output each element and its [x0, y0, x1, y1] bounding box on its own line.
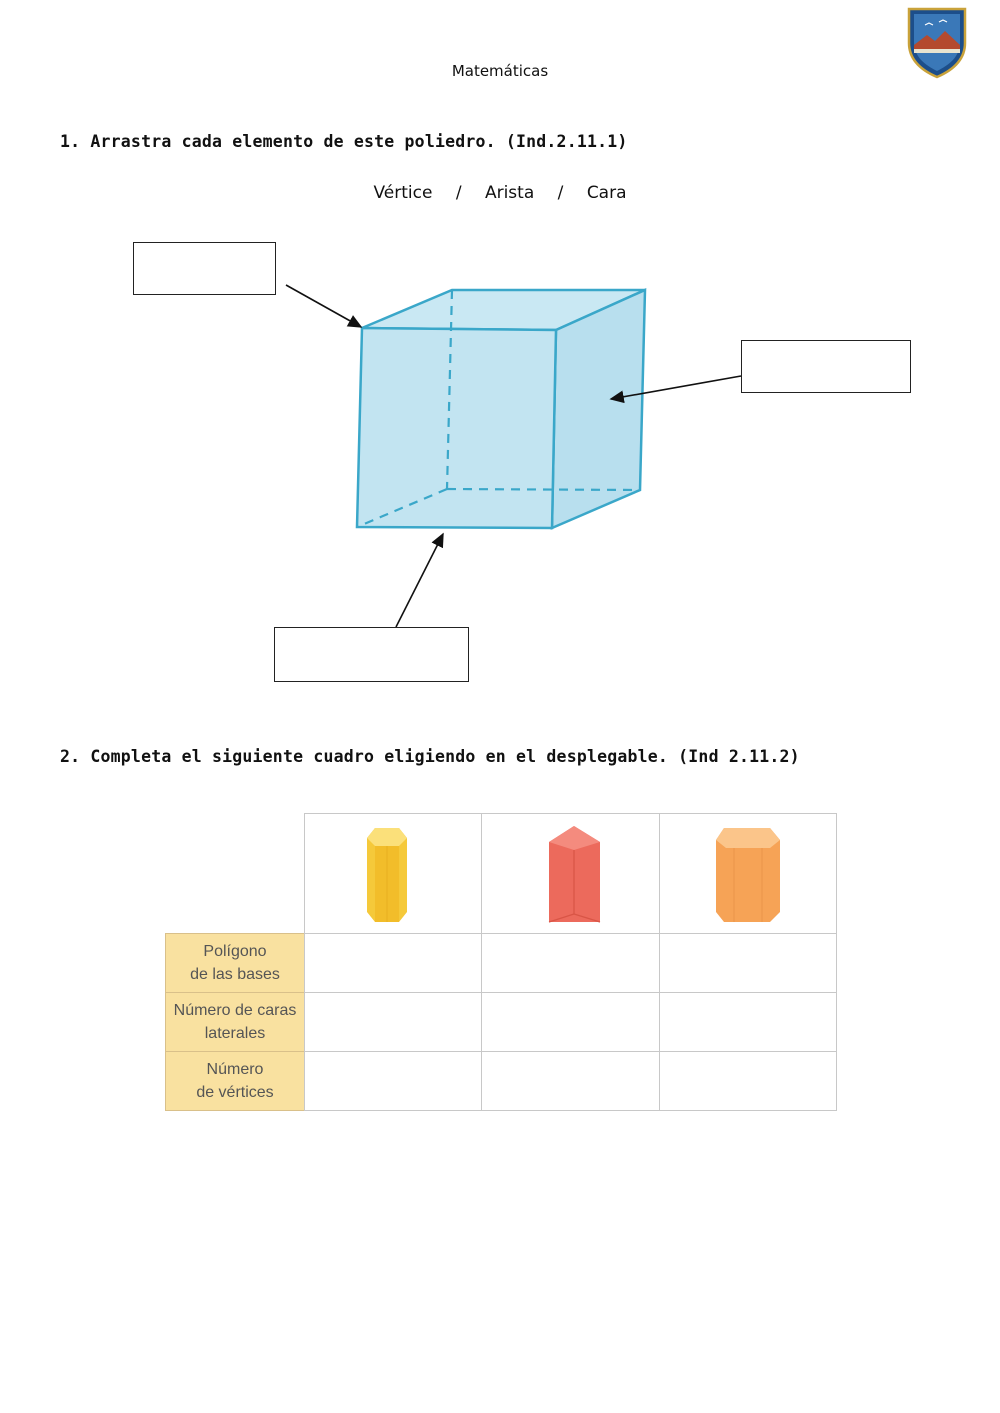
image-cell-hexagonal-prism — [304, 813, 482, 934]
octagonal-prism-image — [716, 828, 780, 922]
answer-cell-lateral-faces-3[interactable] — [659, 992, 837, 1052]
row-header-lateral-faces: Número de caras laterales — [165, 992, 305, 1052]
drop-box-edge[interactable] — [274, 627, 469, 682]
drop-box-face[interactable] — [741, 340, 911, 393]
answer-cell-lateral-faces-2[interactable] — [481, 992, 660, 1052]
word-separator: / — [557, 183, 564, 203]
answer-cell-base-polygon-2[interactable] — [481, 933, 660, 993]
drop-box-vertex[interactable] — [133, 242, 276, 295]
answer-cell-vertices-1[interactable] — [304, 1051, 482, 1111]
image-cell-triangular-prism — [481, 813, 660, 934]
row-header-vertices: Número de vértices — [165, 1051, 305, 1111]
question-2-prompt: 2. Completa el siguiente cuadro eligiend… — [60, 747, 800, 766]
school-crest-logo — [907, 7, 967, 79]
arrow-to-face — [609, 375, 742, 404]
word-separator: / — [455, 183, 462, 203]
subject-title: Matemáticas — [451, 62, 549, 80]
question-1-prompt: 1. Arrastra cada elemento de este polied… — [60, 132, 628, 151]
prism-table: Polígono de las bases Número de caras la… — [165, 813, 837, 1111]
hexagonal-prism-image — [367, 828, 407, 922]
word-cara[interactable]: Cara — [586, 183, 627, 203]
arrow-to-edge — [395, 532, 444, 628]
word-bank: Vértice / Arista / Cara — [0, 183, 1000, 203]
answer-cell-base-polygon-3[interactable] — [659, 933, 837, 993]
answer-cell-base-polygon-1[interactable] — [304, 933, 482, 993]
answer-cell-vertices-3[interactable] — [659, 1051, 837, 1111]
cube-shape — [355, 288, 647, 530]
arrow-to-vertex — [285, 284, 363, 328]
word-vertice[interactable]: Vértice — [373, 183, 433, 203]
answer-cell-vertices-2[interactable] — [481, 1051, 660, 1111]
word-arista[interactable]: Arista — [484, 183, 535, 203]
row-header-base-polygon: Polígono de las bases — [165, 933, 305, 993]
image-cell-octagonal-prism — [659, 813, 837, 934]
answer-cell-lateral-faces-1[interactable] — [304, 992, 482, 1052]
triangular-prism-image — [548, 826, 601, 923]
